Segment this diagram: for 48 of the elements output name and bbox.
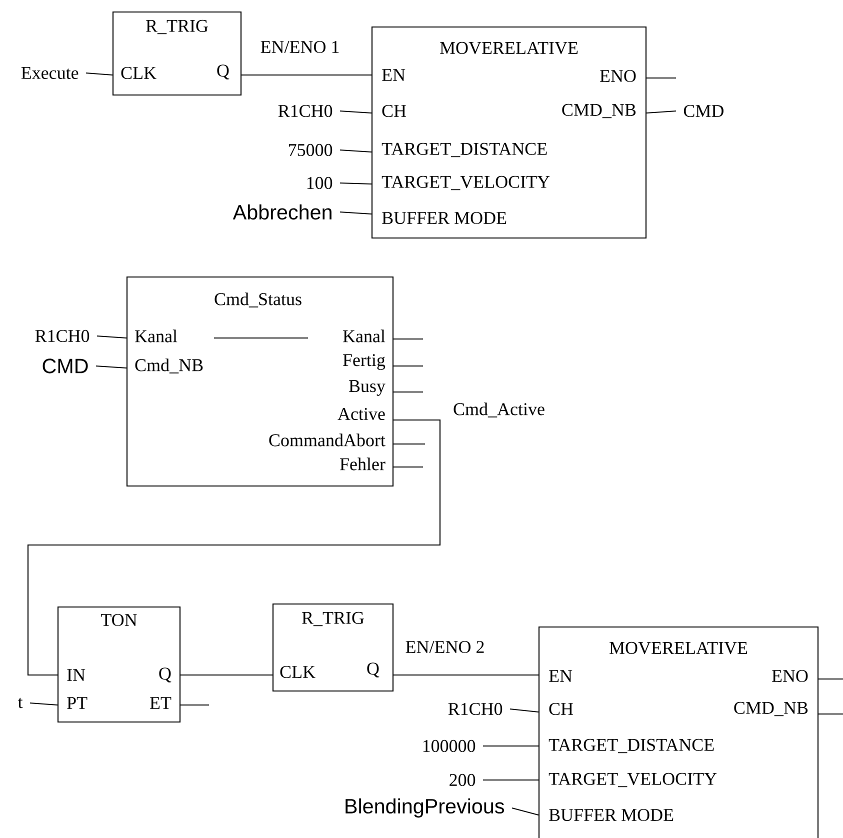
function-block: Cmd_Status Kanal Cmd_NB Kanal Fertig Busy Active CommandAbort Fehler [126,276,394,487]
function-block: TON IN PT Q ET [57,606,181,723]
connection-line [180,704,209,706]
connection-line [180,674,272,676]
connection-line [86,72,113,76]
variable-label: CMD [42,358,88,374]
edge-label: EN/ENO 2 [406,640,484,654]
connection-line [27,419,441,676]
connection-line [242,74,372,76]
connection-line [340,182,372,185]
connection-line [483,779,538,781]
variable-label: CMD [684,104,724,118]
function-block: MOVERELATIVE EN CH TARGET_DISTANCE TARGET_VELOCITY BUFFER MODE ENO CMD_NB [538,626,819,838]
function-block: R_TRIG CLK Q [272,603,394,692]
connection-line [510,708,539,713]
variable-label: t [18,698,23,708]
connection-line [340,149,372,153]
connection-line [394,443,425,445]
connection-line [818,713,843,715]
connection-line [646,110,676,114]
variable-label: R1CH0 [448,702,502,716]
connection-line [30,702,58,706]
connection-line [340,211,372,215]
connection-line [96,365,126,369]
connection-line [394,365,423,367]
connection-line [818,678,843,680]
connection-line [394,391,423,393]
variable-label: 200 [450,774,476,786]
connection-line [512,807,539,816]
function-block: MOVERELATIVE EN CH TARGET_DISTANCE TARGET_VELOCITY BUFFER MODE ENO CMD_NB [371,26,647,239]
connection-line [483,745,538,747]
variable-label: R1CH0 [35,330,90,342]
connection-line [394,466,423,468]
variable-label: 75000 [289,144,332,156]
variable-label: Abbrechen [232,204,332,220]
connection-line [646,77,676,79]
variable-label: Execute [21,67,78,79]
variable-label: BlendingPrevious [346,798,504,818]
variable-label: 100000 [423,740,476,752]
connection-line [340,110,372,114]
connection-line [394,674,538,676]
variable-label: 100 [307,176,332,190]
function-block: R_TRIG CLK Q [112,11,242,96]
edge-label: Cmd_Active [454,402,544,418]
edge-label: EN/ENO 1 [260,40,339,54]
connection-line [394,338,423,340]
connection-line [96,335,126,339]
variable-label: R1CH0 [278,104,332,118]
